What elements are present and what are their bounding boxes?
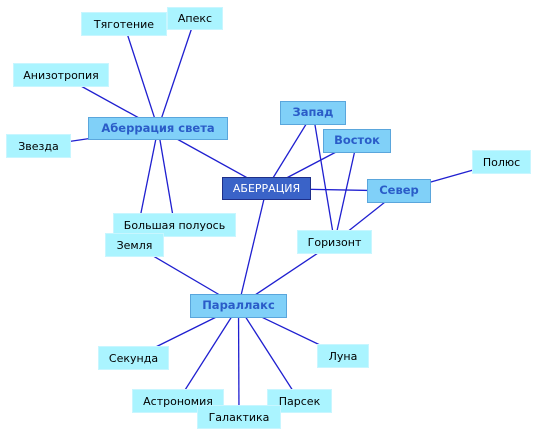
node-aberration-root[interactable]: АБЕРРАЦИЯ [222,177,311,200]
node-moon[interactable]: Луна [317,344,369,368]
node-galaxy[interactable]: Галактика [197,405,281,429]
edge-parallax-astronomy [177,305,240,402]
node-east[interactable]: Восток [323,129,391,153]
edge-parallax-galaxy [237,305,240,418]
edge-parallax-parsec [237,305,301,402]
node-second[interactable]: Секунда [98,346,169,370]
node-aberration-light[interactable]: Аберрация света [88,117,228,140]
edge-aberration_light-gravitation [123,23,159,129]
node-gravitation[interactable]: Тяготение [81,12,167,36]
edge-aberration_light-apex [157,18,196,129]
edge-east-horizon [333,140,358,243]
node-anisotropy[interactable]: Анизотропия [13,63,109,87]
node-star[interactable]: Звезда [6,134,71,158]
edge-aberration_light-semimajor [157,128,176,226]
edge-aberration-west [265,112,314,189]
node-west[interactable]: Запад [280,101,346,125]
node-earth[interactable]: Земля [105,233,164,257]
edge-aberration-parallax [237,188,268,307]
edge-west-horizon [312,112,336,243]
node-horizon[interactable]: Горизонт [297,230,372,254]
node-north[interactable]: Север [367,179,431,203]
node-pole[interactable]: Полюс [472,150,531,174]
node-parallax[interactable]: Параллакс [190,294,287,318]
node-apex[interactable]: Апекс [167,7,223,30]
